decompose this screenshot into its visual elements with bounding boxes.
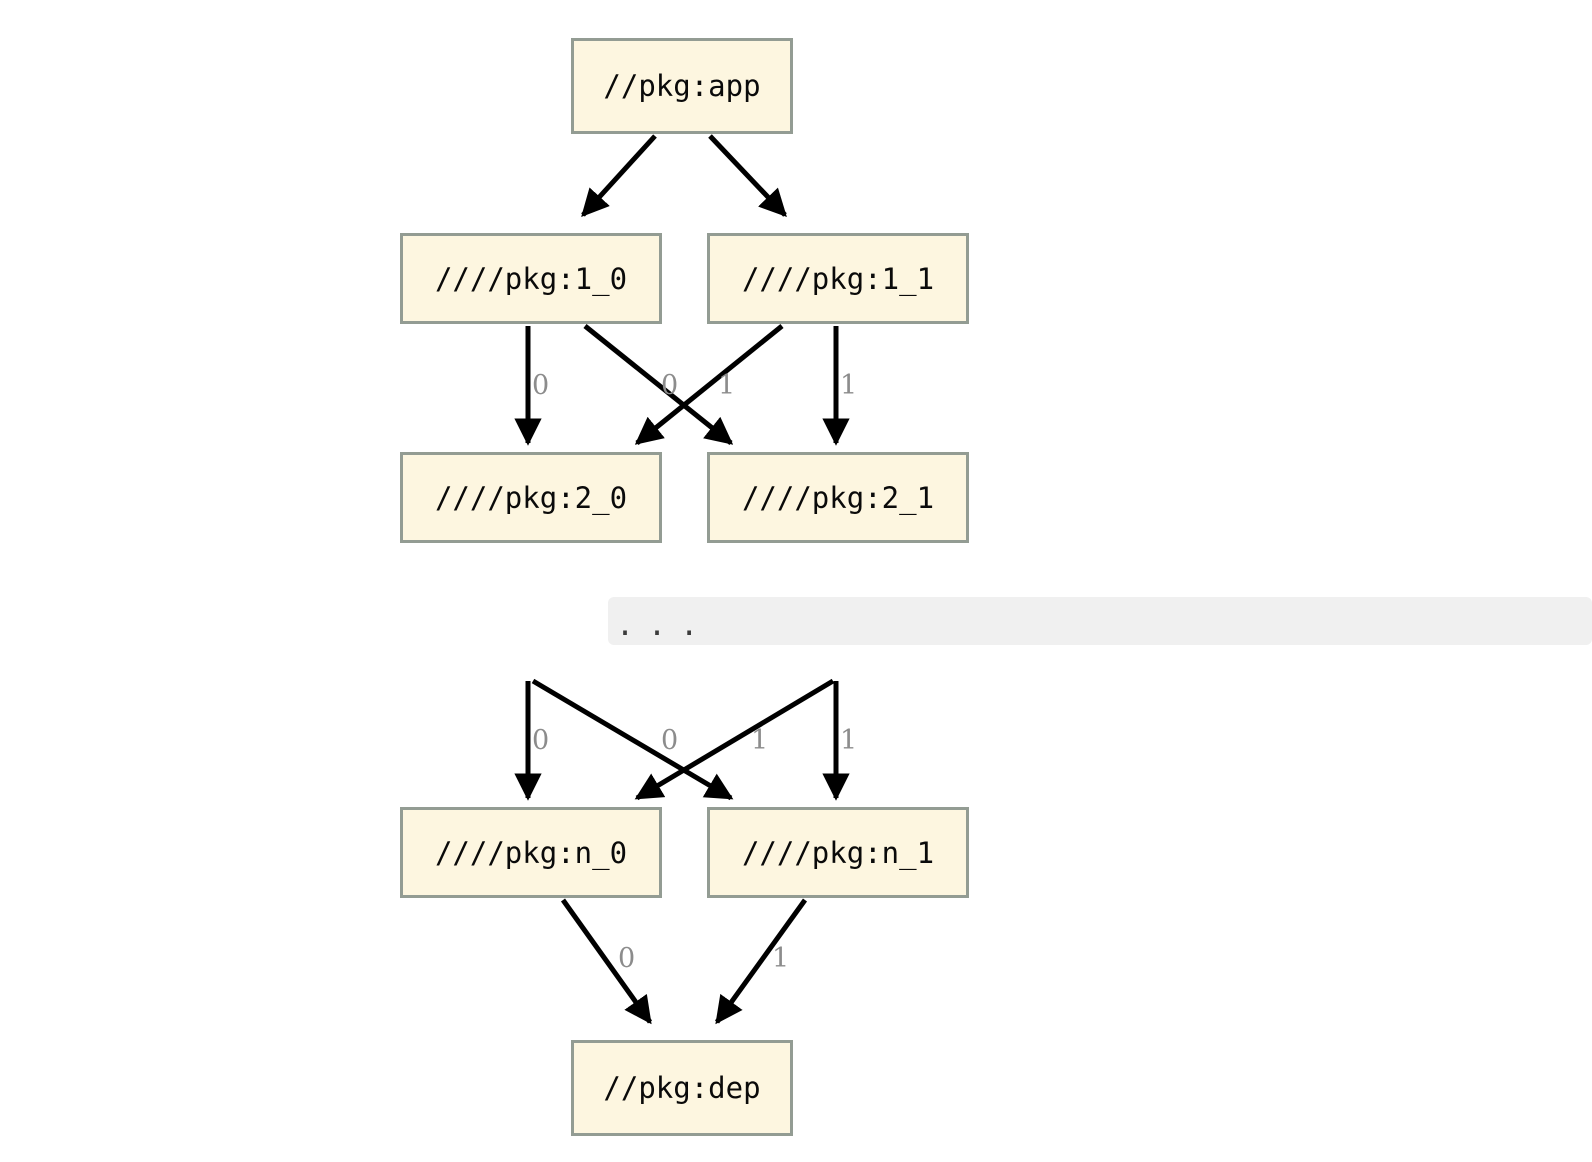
edge-label-upper-to-n_1-alt: 1 [840,725,858,756]
node-pkg-2_0[interactable]: ////pkg:2_0 [400,452,662,543]
node-pkg-n_0[interactable]: ////pkg:n_0 [400,807,662,898]
node-pkg-1_0-label: ////pkg:1_0 [434,261,628,296]
node-pkg-1_1-label: ////pkg:1_1 [741,261,935,296]
edge-label-1_1-to-2_0: 1 [718,370,736,401]
node-pkg-2_0-label: ////pkg:2_0 [434,480,628,515]
node-dep-label: //pkg:dep [603,1071,761,1105]
edge-1_1-to-2_0 [634,324,784,445]
edge-label-upper-to-n_0: 0 [532,725,550,756]
node-pkg-n_1-label: ////pkg:n_1 [741,835,935,870]
node-dep[interactable]: //pkg:dep [571,1040,793,1136]
node-app[interactable]: //pkg:app [571,38,793,134]
edge-n_0-to-dep [560,898,653,1025]
edge-label-upper-to-n_0-alt: 1 [751,725,769,756]
node-pkg-n_0-label: ////pkg:n_0 [434,835,628,870]
node-pkg-2_1[interactable]: ////pkg:2_1 [707,452,969,543]
edge-label-1_0-to-2_0: 0 [532,370,550,401]
ellipsis-separator: ... [608,597,1592,645]
edge-n_1-to-dep [714,898,808,1025]
edge-label-n_1-to-dep: 1 [772,943,790,974]
edge-app-to-1_0 [581,134,657,218]
edge-upper-to-n_1 [531,678,734,801]
ellipsis-text: ... [616,608,713,643]
edge-label-n_0-to-dep: 0 [618,943,636,974]
edge-1_0-to-2_1 [583,324,734,445]
node-app-label: //pkg:app [603,69,761,103]
edge-app-to-1_1 [708,134,787,217]
node-pkg-2_1-label: ////pkg:2_1 [741,480,935,515]
node-pkg-n_1[interactable]: ////pkg:n_1 [707,807,969,898]
edge-label-1_0-to-2_1: 0 [661,370,679,401]
edge-label-upper-to-n_1: 0 [661,725,679,756]
node-pkg-1_1[interactable]: ////pkg:1_1 [707,233,969,324]
edge-label-1_1-to-2_1: 1 [840,370,858,401]
edge-upper-to-n_0-alt [634,678,835,801]
node-pkg-1_0[interactable]: ////pkg:1_0 [400,233,662,324]
